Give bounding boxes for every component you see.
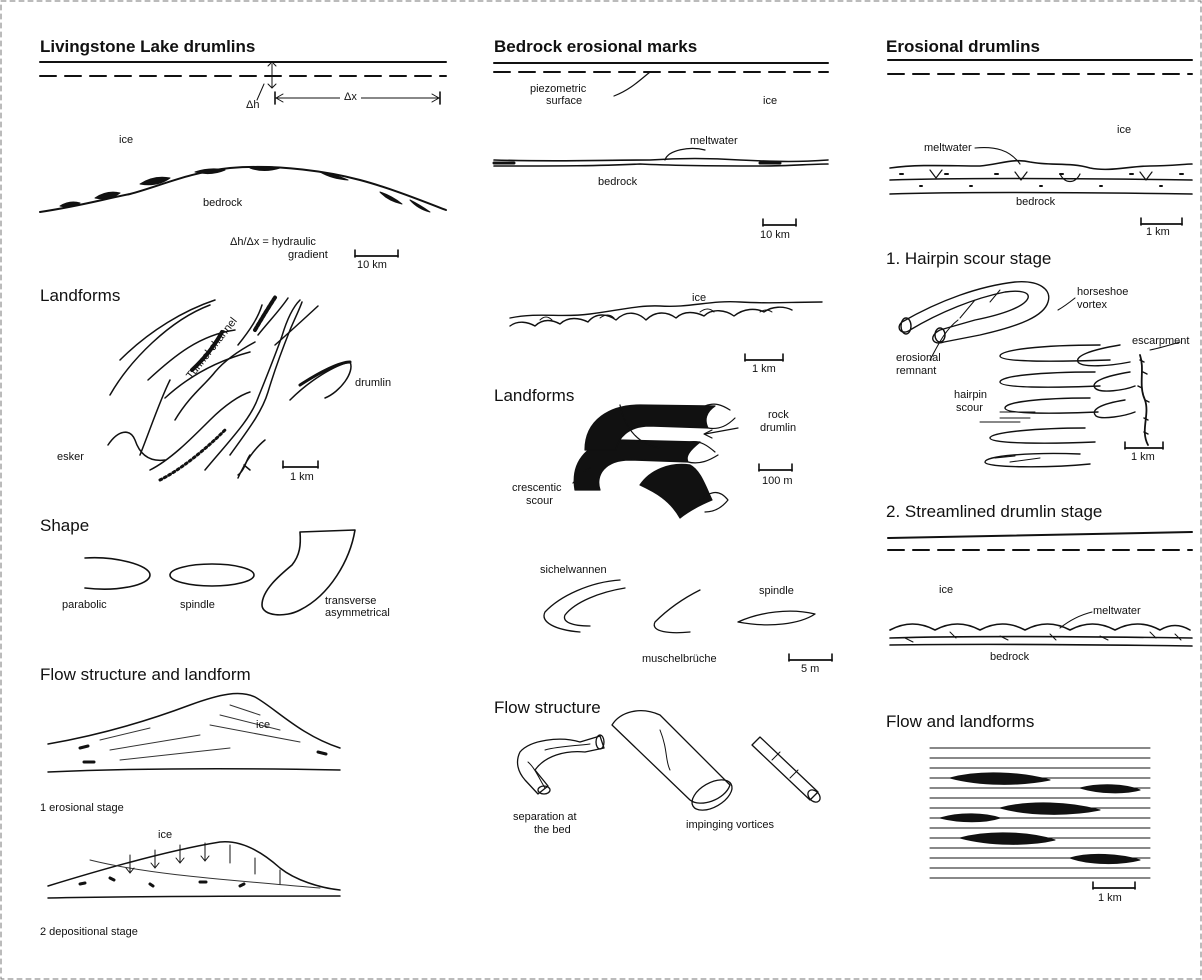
delta-h-label: Δh [246, 100, 259, 111]
gradient-formula-label: Δh/Δx = hydraulic [230, 237, 316, 248]
col2-bedrock-label: bedrock [598, 177, 637, 188]
landforms-scale-label: 1 km [290, 472, 314, 483]
hairpin-stage-heading: 1. Hairpin scour stage [886, 250, 1051, 267]
drumlin-label: drumlin [355, 378, 391, 389]
col2-scale2-label: 1 km [752, 364, 776, 375]
transverse-label: transverse [325, 596, 376, 607]
separation-label: separation at [513, 812, 577, 823]
streamlined-stage-heading: 2. Streamlined drumlin stage [886, 503, 1102, 520]
streamlined-drumlin-section [888, 532, 1192, 646]
col2-scale4-label: 5 m [801, 664, 819, 675]
horseshoe-label: horseshoe [1077, 287, 1128, 298]
piezometric-label: piezometric [530, 84, 586, 95]
landforms-heading: Landforms [40, 287, 120, 304]
flow-landforms-pattern [930, 748, 1150, 889]
surface-label: surface [546, 96, 582, 107]
hairpin-scour-diagram [899, 282, 1180, 467]
erosional-remnant-label-1: erosional [896, 353, 941, 364]
erosional-remnant-label-2: remnant [896, 366, 936, 377]
asymmetrical-label: asymmetrical [325, 608, 390, 619]
col2-ice-label: ice [763, 96, 777, 107]
depositional-stage-label: 2 depositional stage [40, 927, 138, 938]
col3-meltwater2-label: meltwater [1093, 606, 1141, 617]
flow-ice-label-1: ice [256, 720, 270, 731]
vortex-flow-structures [518, 711, 823, 817]
meltwater-label: meltwater [690, 136, 738, 147]
crescentic-label: crescentic [512, 483, 562, 494]
section-scale-label: 10 km [357, 260, 387, 271]
col3-scale2-label: 1 km [1131, 452, 1155, 463]
col2-ice2-label: ice [692, 293, 706, 304]
col2-scale3-label: 100 m [762, 476, 793, 487]
hairpin-scour-label: scour [956, 403, 983, 414]
flow-ice-label-2: ice [158, 830, 172, 841]
hairpin-label: hairpin [954, 390, 987, 401]
sichelwannen-label: sichelwannen [540, 565, 607, 576]
col3-bedrock2-label: bedrock [990, 652, 1029, 663]
gradient-word-label: gradient [288, 250, 328, 261]
ice-label: ice [119, 135, 133, 146]
rock-label: rock [768, 410, 789, 421]
col3-bedrock-label: bedrock [1016, 197, 1055, 208]
vortex-label: vortex [1077, 300, 1107, 311]
shape-heading: Shape [40, 517, 89, 534]
flow-structure-heading: Flow structure and landform [40, 666, 251, 683]
parabolic-label: parabolic [62, 600, 107, 611]
col2-flow-structure-heading: Flow structure [494, 699, 601, 716]
delta-x-label: Δx [340, 92, 361, 103]
flow-structure-drumlin-profiles [48, 694, 340, 898]
col3-scale3-label: 1 km [1098, 893, 1122, 904]
the-bed-label: the bed [534, 825, 571, 836]
col3-ice-label: ice [1117, 125, 1131, 136]
col2-scale1-label: 10 km [760, 230, 790, 241]
col3-ice2-label: ice [939, 585, 953, 596]
bedrock-label: bedrock [203, 198, 242, 209]
col2-spindle-label: spindle [759, 586, 794, 597]
impinging-vortices-label: impinging vortices [686, 820, 774, 831]
spindle-label: spindle [180, 600, 215, 611]
esker-label: esker [57, 452, 84, 463]
escarpment-label: escarpment [1132, 336, 1189, 347]
col2-landforms-heading: Landforms [494, 387, 574, 404]
bedrock-erosion-profile [510, 302, 822, 361]
flow-landforms-heading: Flow and landforms [886, 713, 1034, 730]
scour-label: scour [526, 496, 553, 507]
erosional-drumlins-title: Erosional drumlins [886, 38, 1040, 55]
drumlin-shapes [85, 530, 355, 615]
rock-drumlin-label: drumlin [760, 423, 796, 434]
muschelbruche-label: muschelbrüche [642, 654, 717, 665]
col3-meltwater-label: meltwater [924, 143, 972, 154]
col3-scale1-label: 1 km [1146, 227, 1170, 238]
livingstone-section-diagram [40, 62, 446, 257]
livingstone-title: Livingstone Lake drumlins [40, 38, 255, 55]
erosional-stage-label: 1 erosional stage [40, 803, 124, 814]
bedrock-marks-title: Bedrock erosional marks [494, 38, 697, 55]
